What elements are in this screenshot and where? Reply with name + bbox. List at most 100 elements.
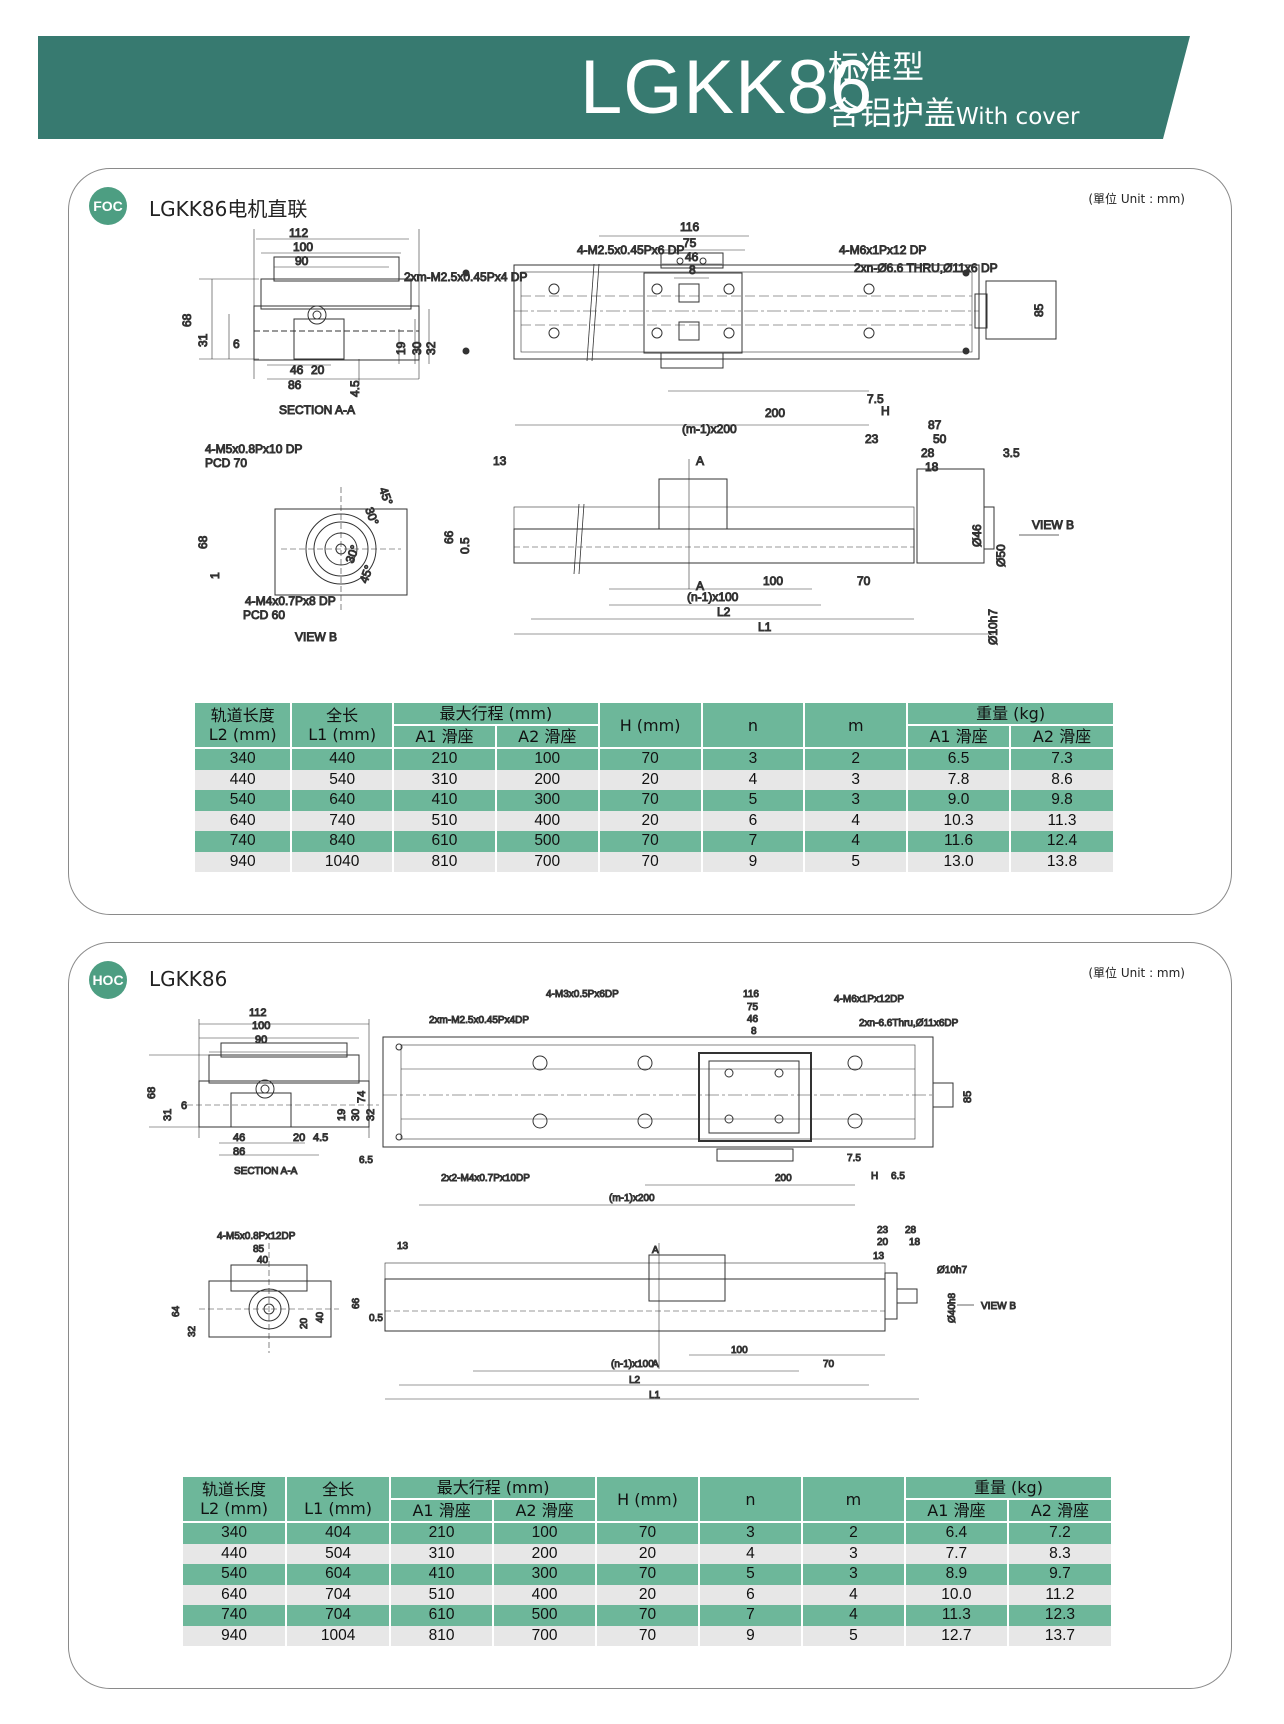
table-cell: 940	[192, 851, 293, 872]
pitch-n: (n-1)x100	[687, 590, 739, 604]
table-cell: 20	[595, 1543, 700, 1564]
table-cell: 504	[285, 1543, 392, 1564]
table-cell: 640	[180, 1584, 288, 1605]
dim-64: 64	[171, 1305, 182, 1317]
hoc-side-view	[384, 1243, 918, 1369]
dim-4-5: 4.5	[313, 1132, 328, 1144]
foc-unit-note: (單位 Unit : mm)	[1088, 192, 1185, 206]
dim-46: 46	[290, 363, 304, 377]
dim-90: 90	[295, 254, 309, 268]
dim-100: 100	[252, 1020, 270, 1032]
table-cell: 540	[290, 769, 395, 790]
tap-front-note: 2xm-M2.5x0.45Px4DP	[429, 1015, 529, 1026]
dim-28: 28	[921, 446, 935, 460]
hoc-drawing: 112 100 90 68 31 6 46 20 4.5 86 19 30 32…	[146, 989, 1017, 1402]
section-aa-label: SECTION A-A	[234, 1166, 298, 1177]
table-cell: 310	[389, 1543, 495, 1564]
table-cell: 400	[494, 810, 600, 831]
dim-L2: L2	[629, 1375, 641, 1386]
table-cell: 440	[290, 748, 395, 770]
col-stroke-a1: A1 滑座	[392, 724, 497, 749]
table-cell: 4	[800, 1605, 906, 1626]
dim-6: 6	[181, 1100, 187, 1112]
end-tap	[395, 1133, 403, 1141]
table-cell: 740	[180, 1605, 288, 1626]
dim-19: 19	[394, 341, 408, 355]
col-m: m	[803, 701, 909, 749]
slide-hole	[774, 1068, 784, 1078]
tap-slide-note: 4-M3x0.5Px6DP	[546, 989, 619, 1000]
pcd-note-2: PCD 60	[243, 608, 285, 622]
table-cell: 840	[290, 831, 395, 852]
col-n: n	[700, 701, 806, 749]
table-cell: 610	[389, 1605, 495, 1626]
foc-top-view	[513, 252, 1057, 369]
table-cell: 404	[285, 1522, 392, 1544]
dim-100: 100	[731, 1345, 748, 1356]
dim-66: 66	[442, 530, 456, 544]
dim-1: 1	[208, 572, 222, 579]
table-cell: 13.7	[1006, 1625, 1114, 1646]
dim-87: 87	[928, 418, 942, 432]
col-weight: 重量 (kg)	[903, 1475, 1114, 1500]
table-cell: 12.4	[1008, 831, 1116, 852]
tap-slide-note: 4-M2.5x0.45Px6 DP	[577, 243, 684, 257]
section-mark-a-bottom: A	[696, 579, 704, 593]
table-cell: 540	[192, 790, 293, 811]
table-cell: 640	[290, 790, 395, 811]
dim-86: 86	[233, 1146, 245, 1158]
dim-32: 32	[365, 1109, 377, 1121]
table-cell: 100	[494, 748, 600, 770]
table-cell: 7	[697, 1605, 803, 1626]
dia-40h8: Ø40h8	[947, 1293, 958, 1323]
dim-28: 28	[905, 1225, 917, 1236]
dia-50: Ø50	[994, 544, 1008, 567]
table-cell: 9.0	[906, 790, 1011, 811]
thru-hole	[847, 1113, 863, 1129]
table-cell: 70	[597, 790, 703, 811]
dim-90: 90	[255, 1034, 267, 1046]
dim-85-b: 85	[253, 1244, 265, 1255]
hoc-section: HOC LGKK86 (單位 Unit : mm) 112 100 90 68 …	[68, 942, 1232, 1689]
thru-hole	[548, 327, 560, 339]
dim-H: H	[871, 1171, 878, 1182]
table-cell: 810	[389, 1625, 495, 1646]
dim-46: 46	[747, 1014, 759, 1025]
table-cell: 5	[803, 851, 909, 872]
table-cell: 6	[700, 810, 806, 831]
foc-section: FOC LGKK86电机直联 (單位 Unit : mm)	[68, 168, 1232, 915]
table-cell: 340	[180, 1522, 288, 1544]
thru-hole	[637, 1113, 653, 1129]
angle-45-b: 45°	[357, 563, 376, 585]
table-cell: 70	[595, 1522, 700, 1544]
dia-10h7: Ø10h7	[986, 609, 1000, 645]
table-cell: 440	[180, 1543, 288, 1564]
table-cell: 8.9	[903, 1564, 1009, 1585]
table-cell: 440	[192, 769, 293, 790]
table-cell: 3	[697, 1522, 803, 1544]
table-cell: 70	[597, 831, 703, 852]
dim-20: 20	[311, 363, 325, 377]
table-cell: 810	[392, 851, 497, 872]
dim-18: 18	[925, 460, 939, 474]
header-banner: LGKK86 标准型 含铝护盖With cover	[38, 36, 1190, 139]
table-cell: 610	[392, 831, 497, 852]
pcd-tap-note-2: 4-M4x0.7Px8 DP	[245, 594, 336, 608]
table-cell: 9	[700, 851, 806, 872]
foc-title: LGKK86电机直联	[149, 197, 308, 221]
dim-74: 74	[356, 1091, 368, 1103]
type-line-2: 含铝护盖With cover	[828, 88, 1079, 134]
col-stroke: 最大行程 (mm)	[389, 1475, 598, 1500]
table-cell: 510	[389, 1584, 495, 1605]
table-cell: 8.6	[1008, 769, 1116, 790]
view-b-arrow-label: VIEW B	[1032, 518, 1074, 532]
table-cell: 704	[285, 1605, 392, 1626]
